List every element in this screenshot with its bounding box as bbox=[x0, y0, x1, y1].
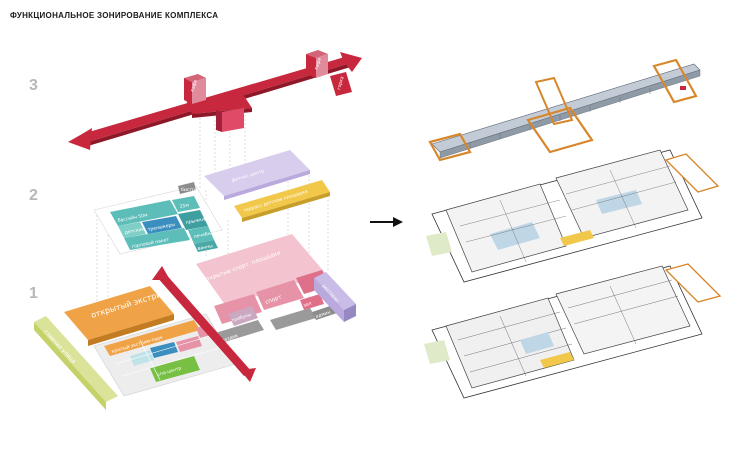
locker-block-1 bbox=[212, 320, 264, 344]
level1-spine-bottom-arrow bbox=[240, 368, 256, 382]
spa-label: спа-центр bbox=[157, 366, 182, 378]
small-grey-box bbox=[178, 182, 196, 194]
plan1-grid bbox=[457, 279, 679, 377]
spine-block-right-top bbox=[306, 50, 328, 58]
pool-kids-label: детский bbox=[124, 225, 145, 236]
pool-dive bbox=[178, 210, 208, 230]
spine-block-left bbox=[184, 78, 192, 104]
pool-dive-label: прыжки bbox=[185, 217, 205, 226]
spine-block-right-face bbox=[316, 54, 328, 78]
spine-block-left-top bbox=[184, 74, 206, 82]
gym-label: тренажеры bbox=[147, 223, 176, 233]
plan1-blue-hall bbox=[520, 332, 554, 354]
city-park bbox=[124, 228, 190, 250]
ground-grid bbox=[115, 335, 221, 381]
cafe-label-1: кафе bbox=[189, 79, 199, 93]
spine-block-far-right bbox=[330, 72, 352, 96]
terrace-plate bbox=[234, 180, 330, 218]
public-space-front bbox=[34, 322, 106, 410]
sport-block-1 bbox=[214, 294, 262, 324]
plan2-green-left bbox=[426, 232, 452, 256]
gym-block bbox=[142, 216, 182, 234]
plan2-pool-2 bbox=[596, 190, 642, 214]
locker-block-2 bbox=[270, 308, 316, 330]
terrace-edge bbox=[242, 192, 330, 222]
plan1-restaurant-frame bbox=[664, 263, 722, 303]
plan2-fitness-frame bbox=[664, 153, 720, 193]
spine-arrow-left bbox=[68, 128, 92, 150]
level1-spine bbox=[156, 272, 252, 376]
public-space-top bbox=[34, 316, 118, 402]
axon-level-1 bbox=[424, 263, 722, 399]
medical-pools bbox=[188, 226, 214, 244]
spine-block-right bbox=[306, 54, 316, 78]
pink-cell-1 bbox=[176, 336, 202, 352]
tower-frame bbox=[534, 76, 574, 126]
indoor-extreme-park bbox=[104, 320, 200, 356]
hall-block bbox=[300, 294, 324, 310]
level-3-spine: кафе кафе горка bbox=[68, 50, 362, 150]
sport-block-2 bbox=[256, 280, 304, 310]
medical-label: лечебные bbox=[193, 230, 217, 240]
slide-label: горка bbox=[337, 76, 345, 91]
plan1-green-left bbox=[424, 340, 450, 364]
spine-block-mid-side bbox=[216, 110, 222, 132]
pool-kids bbox=[118, 222, 146, 238]
cafe-frame-center bbox=[526, 106, 594, 154]
admin-label: админ bbox=[315, 310, 331, 320]
spine-block-left-face bbox=[192, 78, 206, 104]
level-1-blocks: открытые спорт. площадки спорт зал разде… bbox=[34, 234, 356, 410]
hall-label: зал bbox=[303, 301, 312, 309]
plan1-right-block bbox=[555, 265, 691, 355]
spine-arrow-right bbox=[340, 52, 362, 72]
tribune-block bbox=[228, 306, 258, 326]
red-marker bbox=[680, 86, 686, 90]
sport-label: спорт bbox=[265, 294, 284, 306]
axon-level-2 bbox=[426, 149, 720, 283]
cafe-frame-right bbox=[652, 58, 698, 104]
page-title: ФУНКЦИОНАЛЬНОЕ ЗОНИРОВАНИЕ КОМПЛЕКСА bbox=[10, 11, 219, 20]
baths bbox=[194, 240, 218, 252]
plan2-yellow-strip bbox=[560, 230, 594, 246]
cafe-label-2: кафе bbox=[313, 57, 323, 71]
baths-label: ванны bbox=[197, 244, 213, 252]
bridge-ribs bbox=[469, 88, 651, 148]
plan2-grid bbox=[459, 165, 677, 263]
pool-50m bbox=[110, 200, 178, 226]
fitness-center-edge bbox=[224, 170, 310, 200]
plan1-yellow-strip bbox=[540, 352, 574, 368]
spa-center bbox=[150, 356, 200, 382]
locker-label: раздев bbox=[221, 334, 239, 344]
restaurant-top bbox=[314, 272, 356, 310]
plan2-left-block bbox=[445, 183, 567, 273]
level-number-2: 2 bbox=[29, 187, 38, 204]
extreme-park-plate bbox=[64, 286, 174, 340]
cafe-frame-left bbox=[428, 132, 472, 162]
pool-25m-label: 25м bbox=[179, 202, 190, 210]
extreme-park-edge bbox=[88, 314, 174, 346]
level1-spine-top-arrow bbox=[152, 266, 170, 280]
level-number-3: 3 bbox=[29, 77, 38, 94]
restaurant-side bbox=[344, 304, 356, 322]
level-number-1: 1 bbox=[29, 285, 38, 302]
pool-25m bbox=[172, 196, 200, 212]
restaurant-front bbox=[314, 278, 344, 322]
spine-block-mid bbox=[222, 108, 244, 132]
bistro-label: бистро bbox=[181, 187, 198, 193]
cyan-cell bbox=[130, 350, 154, 366]
fitness-center-plate bbox=[204, 150, 310, 196]
open-sport-plate bbox=[196, 234, 326, 306]
axon-level-3 bbox=[428, 58, 701, 162]
